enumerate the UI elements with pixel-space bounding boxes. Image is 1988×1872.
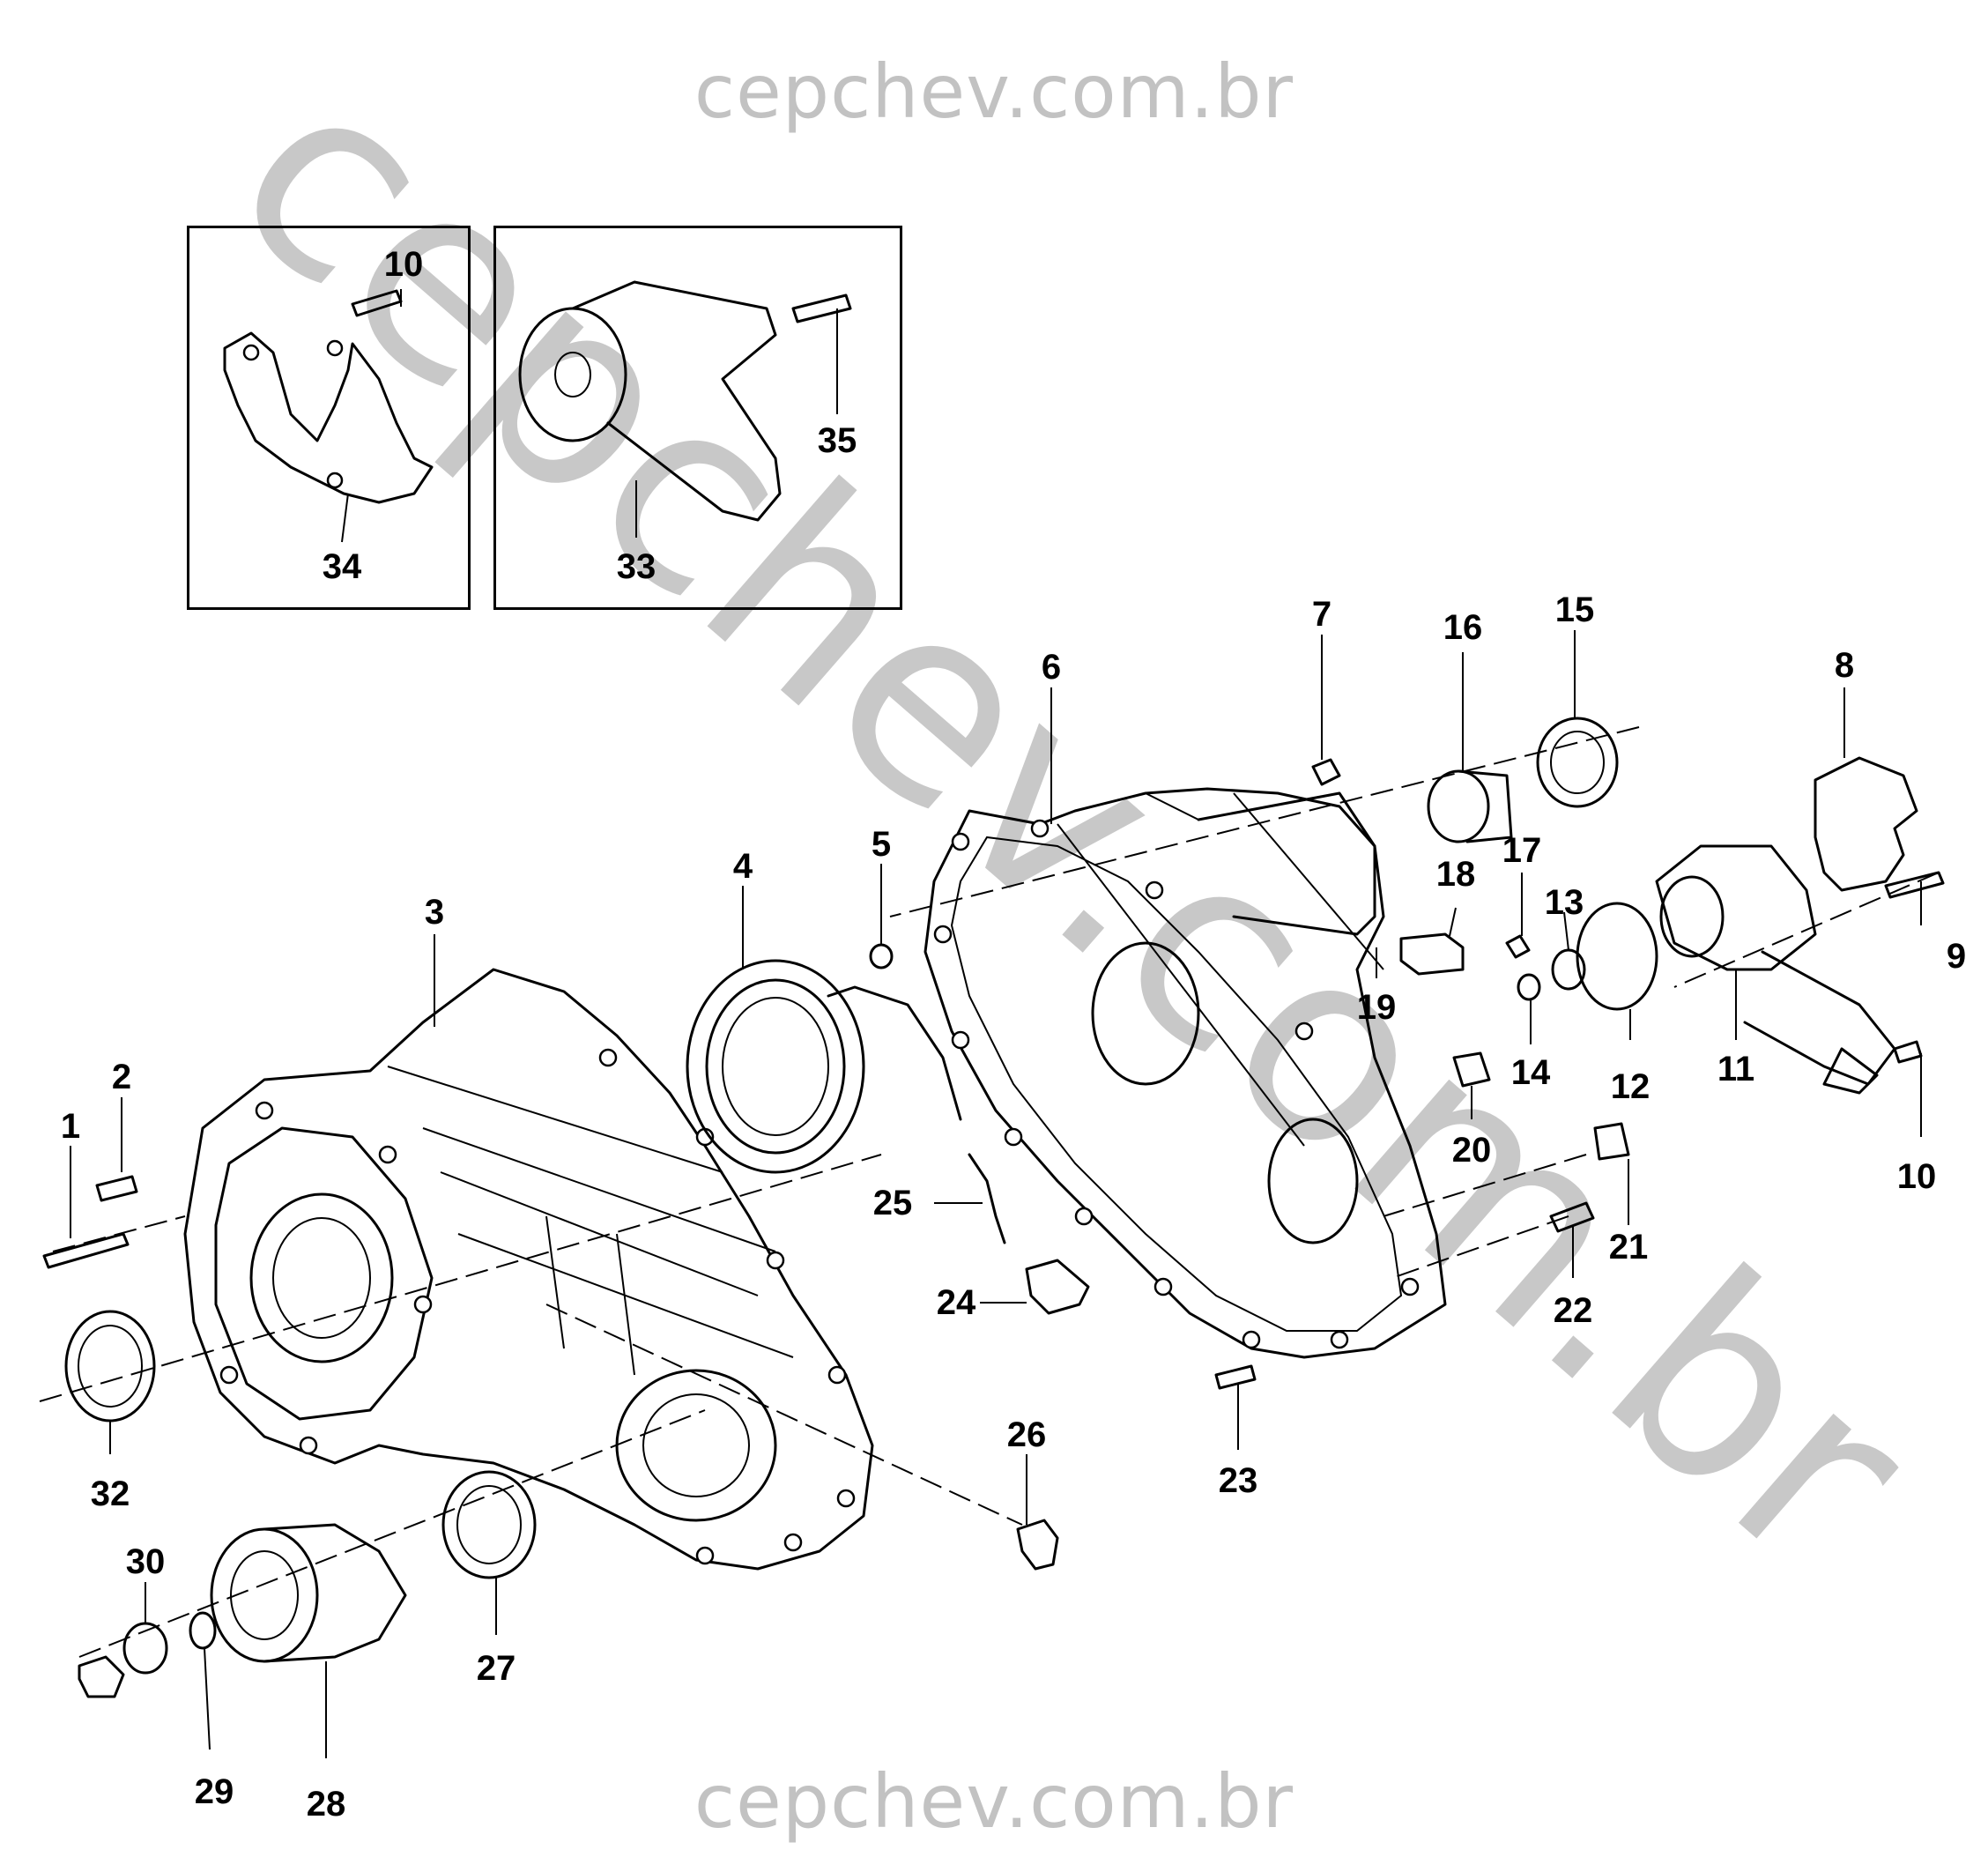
bracket-34 (223, 289, 434, 504)
flange-28 (210, 1523, 407, 1663)
dowel-23 (1214, 1364, 1257, 1390)
bolt-10-right (1893, 1040, 1923, 1064)
callout-14: 14 (1510, 1053, 1551, 1092)
callout-34: 34 (322, 547, 362, 586)
stud-1 (42, 1232, 130, 1269)
callout-8: 8 (1834, 646, 1855, 685)
bolt-22 (1549, 1201, 1595, 1233)
wire-25 (968, 1153, 1006, 1244)
plug-21 (1593, 1122, 1630, 1161)
callout-6: 6 (1041, 648, 1062, 687)
callout-17: 17 (1502, 831, 1542, 870)
callout-32: 32 (90, 1475, 130, 1513)
callout-28: 28 (306, 1785, 346, 1824)
callout-23: 23 (1218, 1461, 1258, 1500)
callout-16: 16 (1443, 608, 1483, 647)
callout-19: 19 (1356, 988, 1397, 1027)
axis-motor (1673, 872, 1940, 988)
callout-10-inset: 10 (383, 245, 424, 284)
dowel-2 (95, 1175, 138, 1202)
retainer-4 (686, 959, 962, 1174)
snap-ring-29 (189, 1611, 217, 1650)
callout-27: 27 (476, 1649, 516, 1688)
bolt-17 (1505, 934, 1531, 959)
axis-bolt-26 (545, 1304, 1023, 1526)
axis-front-output (78, 1409, 706, 1658)
callout-11: 11 (1717, 1050, 1755, 1088)
plug-5 (869, 943, 894, 969)
callout-3: 3 (424, 893, 445, 932)
bracket-33 (518, 280, 852, 522)
bushing-14 (1517, 973, 1541, 1001)
sensor-18 (1399, 932, 1465, 976)
callout-1: 1 (60, 1107, 81, 1146)
axis-rear (1383, 1154, 1587, 1217)
callout-10-right: 10 (1896, 1157, 1937, 1196)
front-case-3 (183, 968, 874, 1571)
callout-30: 30 (125, 1542, 166, 1581)
rear-case-6 (924, 787, 1447, 1359)
axis-main-upper (889, 726, 1640, 917)
callout-24: 24 (936, 1283, 976, 1322)
callout-7: 7 (1311, 595, 1332, 634)
axis-bolt-22 (1391, 1215, 1569, 1279)
callout-26: 26 (1006, 1415, 1047, 1454)
snap-ring-12 (1576, 902, 1658, 1011)
plug-7 (1311, 758, 1341, 786)
callout-18: 18 (1435, 855, 1476, 894)
callout-33: 33 (616, 547, 656, 586)
inset-box-33 (493, 226, 902, 610)
leader-lines (70, 289, 1922, 1758)
callout-22: 22 (1553, 1291, 1593, 1330)
fitting-26 (1016, 1519, 1059, 1571)
bolt-10-inset (351, 289, 403, 317)
callout-20: 20 (1451, 1131, 1492, 1170)
nut (78, 1655, 125, 1698)
watermark-bottom: cepchev.com.br (694, 1758, 1294, 1845)
callout-35: 35 (817, 421, 857, 460)
callout-9: 9 (1946, 937, 1967, 976)
inset-box-34 (187, 226, 471, 610)
watermark-top: cepchev.com.br (694, 48, 1294, 135)
bracket-8 (1814, 756, 1918, 892)
callout-2: 2 (111, 1058, 132, 1096)
seal-27 (441, 1470, 537, 1579)
callout-21: 21 (1608, 1228, 1649, 1267)
connector-24 (1025, 1259, 1090, 1315)
callout-25: 25 (872, 1184, 913, 1222)
callout-12: 12 (1610, 1067, 1650, 1106)
callout-15: 15 (1554, 591, 1595, 629)
bolt-9 (1884, 871, 1945, 899)
callout-29: 29 (194, 1772, 234, 1811)
callout-13: 13 (1544, 883, 1584, 922)
axis-main-lower (39, 1154, 882, 1402)
seal-32 (64, 1310, 156, 1423)
bearing-15 (1536, 717, 1619, 808)
shift-motor-11 (1655, 844, 1896, 1095)
callout-4: 4 (732, 847, 753, 886)
plug-20 (1452, 1051, 1491, 1088)
callout-5: 5 (871, 825, 892, 864)
bushing-16 (1427, 769, 1513, 843)
